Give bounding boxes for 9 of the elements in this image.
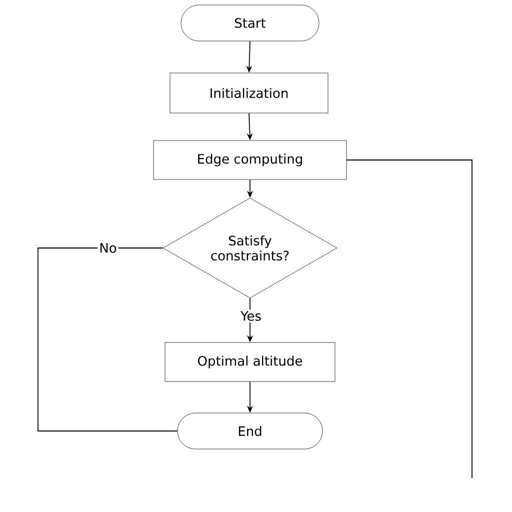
connector-line xyxy=(346,160,472,478)
process-box: Optimal altitude xyxy=(164,342,336,382)
terminal-box: End xyxy=(177,412,323,450)
connector-line xyxy=(38,248,178,432)
process-box: Initialization xyxy=(170,72,328,114)
edge-label: Yes xyxy=(239,310,263,322)
process-box: Edge computing xyxy=(153,140,347,180)
terminal-box: Start xyxy=(180,4,320,42)
edge-label: No xyxy=(98,242,118,254)
